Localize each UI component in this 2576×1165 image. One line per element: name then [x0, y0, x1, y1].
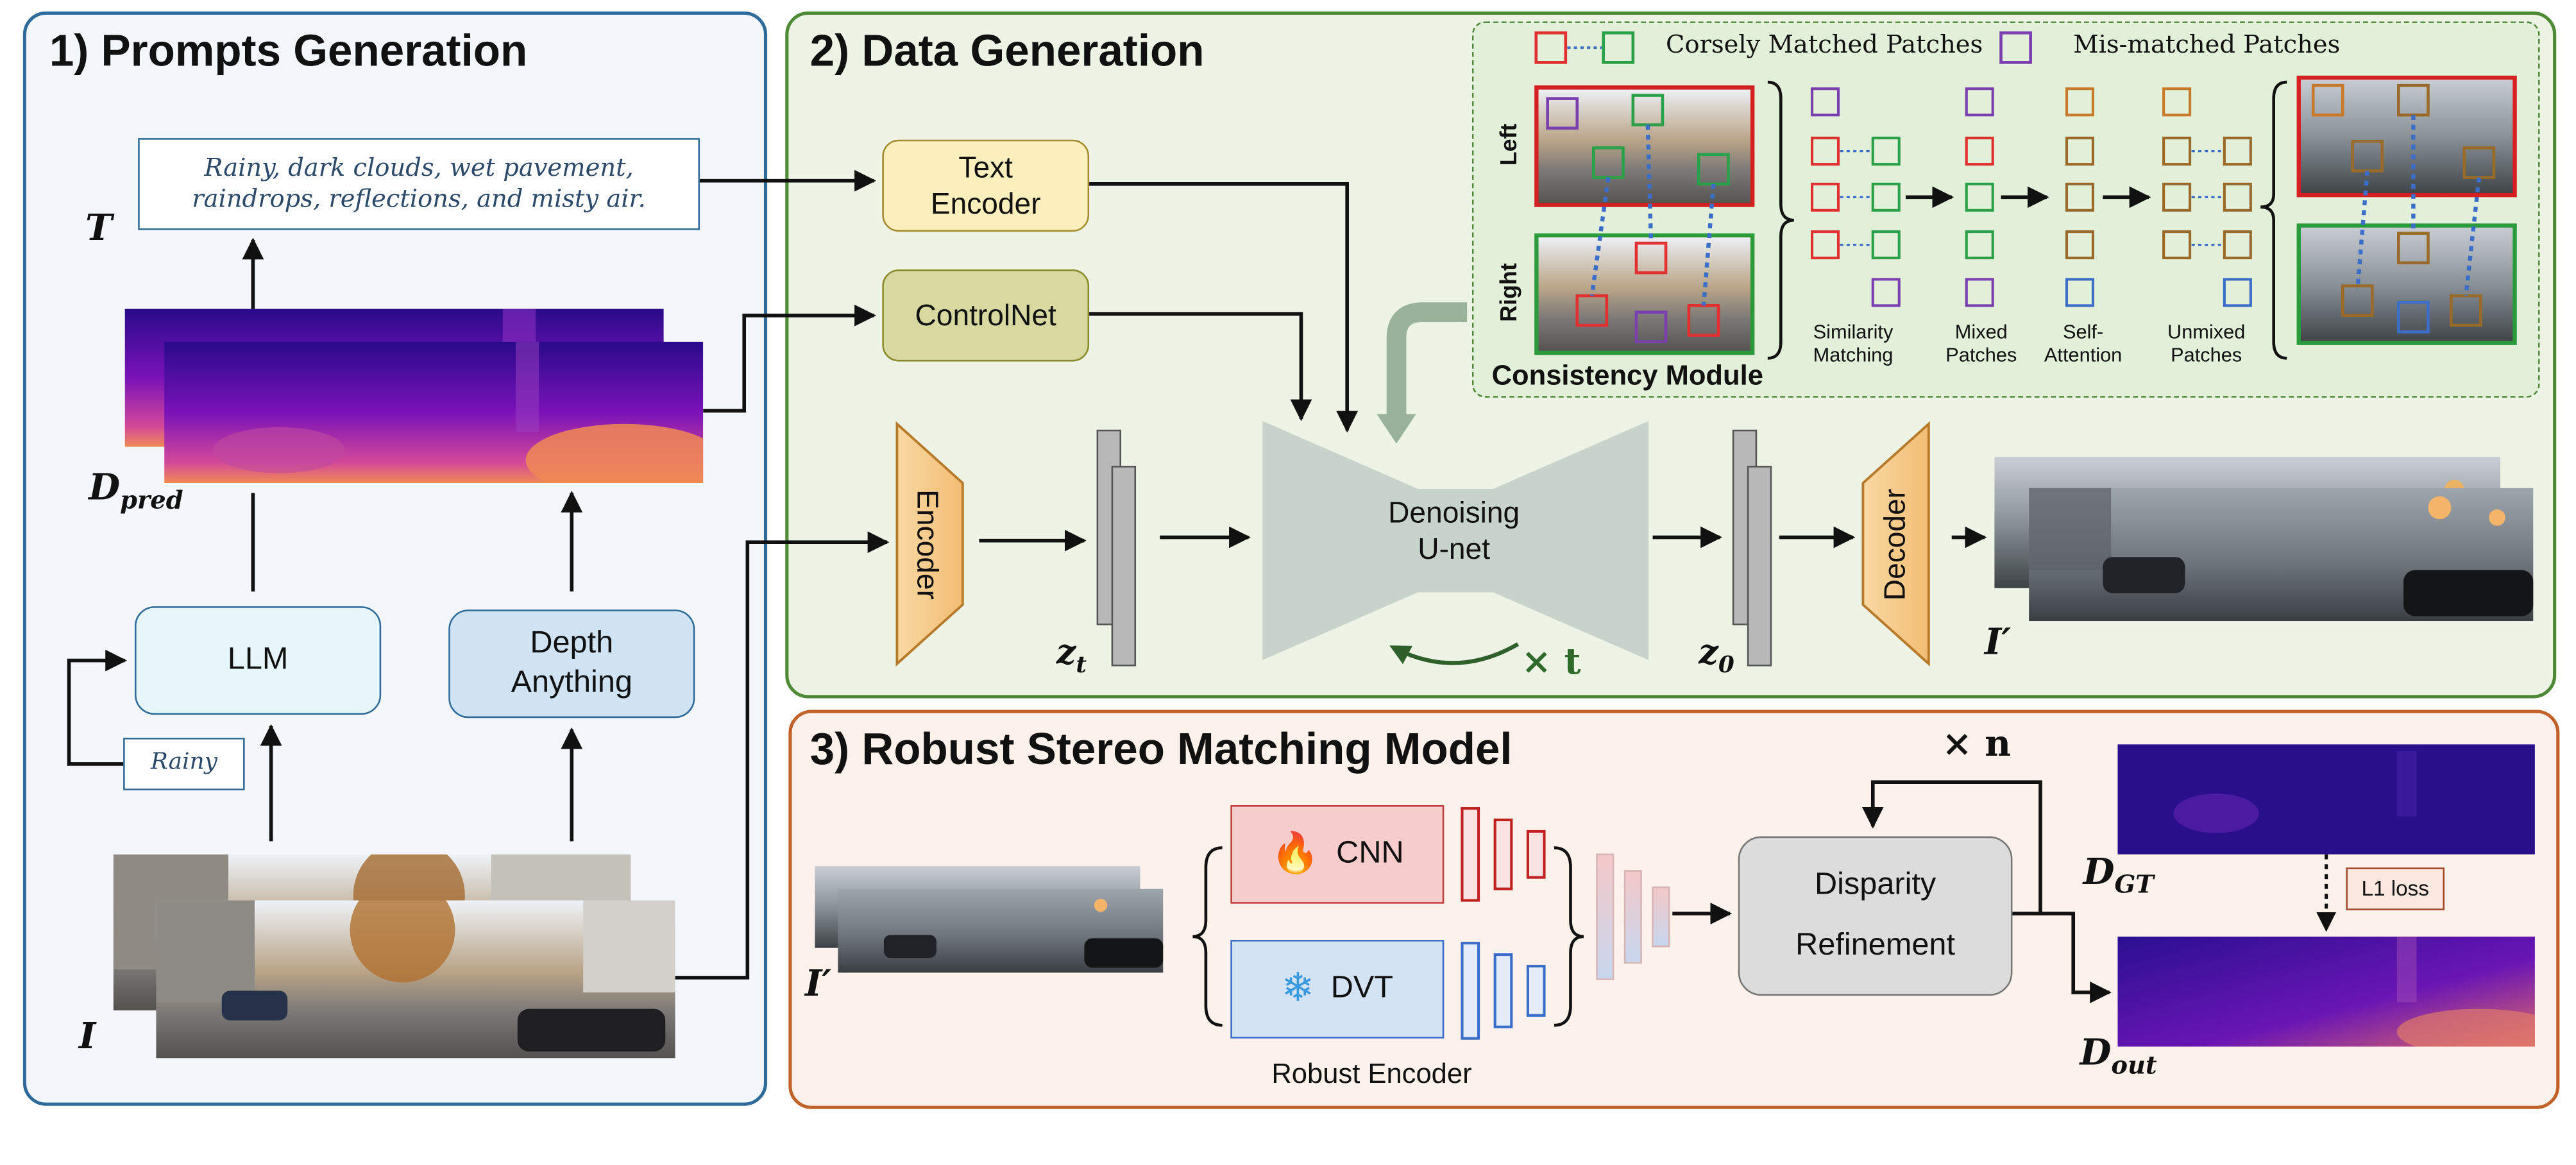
label-D-out: Dout — [2080, 1032, 2157, 1080]
robust-encoder-label: Robust Encoder — [1271, 1058, 1472, 1090]
depth-gt-image — [2117, 744, 2535, 855]
step-mixed-line-2: Patches — [1945, 343, 2017, 366]
label-D-out-letter: D — [2080, 1032, 2112, 1075]
refinement-line-2: Refinement — [1795, 927, 1956, 962]
legend-matched-label: Corsely Matched Patches — [1666, 30, 1983, 60]
step-similarity: Similarity Matching — [1795, 320, 1910, 368]
prompt-text-box: Rainy, dark clouds, wet pavement, raindr… — [138, 138, 700, 230]
label-D-pred-sub: pred — [120, 485, 183, 515]
unet-line-1: Denoising — [1388, 495, 1520, 529]
label-z0: z0 — [1699, 631, 1734, 679]
prompts-generation-title: 1) Prompts Generation — [49, 26, 528, 76]
refinement-line-1: Disparity — [1814, 868, 1936, 903]
depth-prediction-image-front — [164, 341, 704, 483]
depth-anything-box: Depth Anything — [448, 609, 695, 719]
label-z0-sub: 0 — [1718, 652, 1734, 679]
label-z-t: z — [1056, 631, 1076, 672]
depth-anything-line-1: Depth — [530, 626, 614, 661]
step-unmixed: Unmixed Patches — [2149, 320, 2264, 368]
patch-pipeline — [1767, 80, 2287, 360]
rainy-tag: Rainy — [123, 737, 245, 790]
consistency-output-match-lines — [2355, 115, 2482, 296]
legend-matched-swatch — [1534, 31, 1635, 64]
latent-z0 — [1732, 429, 1772, 667]
step-mixed: Mixed Patches — [1935, 320, 2027, 368]
step-similarity-line-1: Similarity — [1813, 320, 1894, 344]
decoder-trapezoid — [1861, 421, 1930, 667]
step-unmixed-line-1: Unmixed — [2167, 320, 2246, 344]
cnn-box: 🔥 CNN — [1230, 804, 1445, 904]
encoder-input-brace — [1192, 846, 1223, 1027]
label-D-gt-letter: D — [2083, 851, 2115, 894]
label-D: D — [89, 466, 121, 509]
consistency-output-right-image — [2296, 223, 2517, 345]
label-I-prime-gen: I′ — [1984, 621, 2012, 664]
unet-line-2: U-net — [1418, 532, 1491, 566]
step-self-attention: Self- Attention — [2034, 320, 2133, 368]
llm-box: LLM — [135, 606, 382, 715]
text-encoder-line-1: Text — [958, 150, 1013, 183]
stereo-matching-title: 3) Robust Stereo Matching Model — [809, 724, 1513, 774]
latent-zt — [1096, 429, 1137, 667]
label-zt: zt — [1056, 631, 1087, 679]
step-unmixed-line-2: Patches — [2171, 343, 2242, 366]
text-encoder-box: Text Encoder — [882, 139, 1090, 232]
controlnet-box: ControlNet — [882, 269, 1090, 362]
label-D-gt: DGT — [2083, 851, 2154, 899]
prompt-text-line-2: raindrops, reflections, and misty air. — [192, 183, 646, 214]
dvt-label: DVT — [1330, 971, 1394, 1006]
label-I-prime-stereo: I′ — [804, 962, 832, 1006]
step-self-attention-line-1: Self- — [2062, 320, 2104, 344]
merge-brace — [1554, 846, 1584, 1027]
times-t-label: × t — [1521, 640, 1581, 684]
prompt-text-line-1: Rainy, dark clouds, wet pavement, — [204, 153, 634, 183]
consistency-output-left-image — [2296, 75, 2517, 198]
label-D-gt-sub: GT — [2114, 869, 2154, 899]
label-z-0: z — [1699, 631, 1718, 672]
depth-anything-line-2: Anything — [511, 665, 632, 701]
denoising-unet-label: Denoising U-net — [1331, 489, 1577, 572]
step-self-attention-line-2: Attention — [2044, 343, 2123, 366]
label-D-out-sub: out — [2111, 1050, 2157, 1080]
consistency-left-image — [1534, 85, 1755, 207]
text-encoder-line-2: Encoder — [930, 187, 1041, 221]
step-mixed-line-1: Mixed — [1954, 320, 2008, 344]
generated-image-front — [2029, 488, 2534, 622]
dvt-box: ❄ DVT — [1230, 940, 1445, 1039]
legend-mismatched-label: Mis-matched Patches — [2073, 30, 2341, 60]
consistency-match-lines — [1589, 124, 1716, 306]
label-zt-sub: t — [1076, 652, 1087, 679]
step-similarity-line-2: Matching — [1813, 343, 1894, 366]
cnn-feature-bars — [1461, 807, 1546, 902]
snowflake-icon: ❄ — [1281, 965, 1315, 1011]
input-image-front — [156, 900, 675, 1059]
stereo-input-image-front — [838, 889, 1164, 973]
data-generation-title: 2) Data Generation — [809, 26, 1205, 76]
timestep-loop-arrow — [1389, 642, 1520, 665]
denoising-unet-shape — [1262, 421, 1649, 660]
disparity-refinement-box: Disparity Refinement — [1738, 836, 2013, 996]
encoder-trapezoid — [895, 421, 964, 667]
cnn-label: CNN — [1336, 836, 1404, 871]
label-T: T — [85, 207, 113, 250]
label-I: I — [78, 1015, 96, 1059]
depth-out-image — [2117, 936, 2535, 1047]
label-D-pred: Dpred — [89, 466, 183, 514]
times-n-label: × n — [1942, 722, 2012, 766]
legend-mismatched-swatch — [1999, 31, 2032, 64]
dvt-feature-bars — [1461, 942, 1546, 1040]
consistency-right-image — [1534, 233, 1755, 355]
fused-feature-bars — [1596, 853, 1670, 980]
l1-loss-box: L1 loss — [2346, 867, 2445, 910]
fire-icon: 🔥 — [1271, 831, 1320, 876]
consistency-module-title: Consistency Module — [1491, 359, 1763, 391]
